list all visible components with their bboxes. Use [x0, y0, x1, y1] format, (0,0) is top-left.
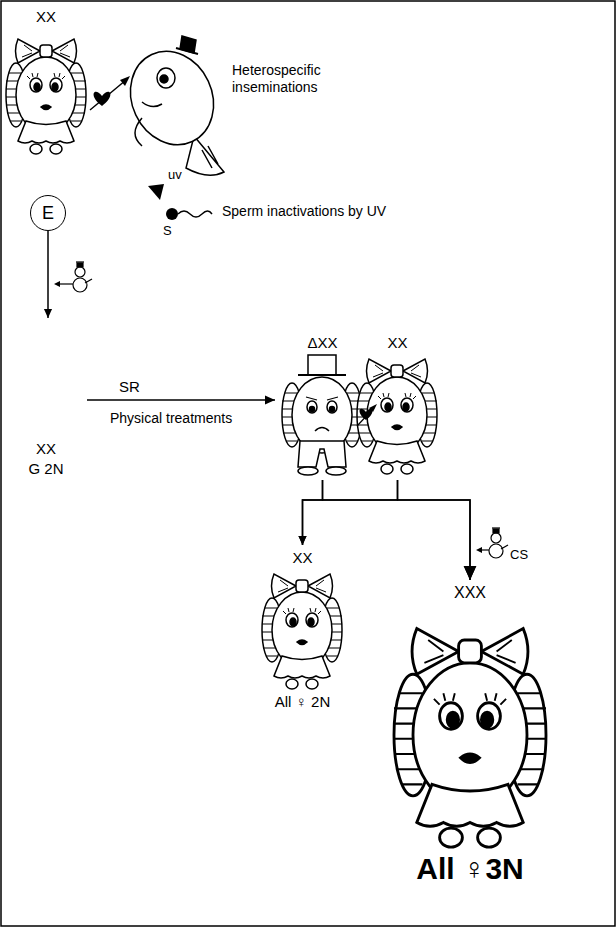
- fish-node: XX: [5, 8, 87, 158]
- node-text: ΔXX: [307, 334, 337, 352]
- female-fish: [357, 359, 437, 474]
- fish-node: ΔXX: [275, 334, 370, 480]
- node-text: XX: [36, 8, 56, 26]
- circle-node: E: [30, 195, 66, 231]
- arrow-head: [464, 566, 477, 580]
- uv-sperm: [148, 184, 212, 220]
- node-text: XX: [292, 549, 312, 567]
- node-text: XX: [36, 440, 56, 458]
- arrow-head: [464, 566, 477, 580]
- label-holder: Physical treatments: [110, 410, 232, 427]
- note-label: Heterospecific inseminations: [232, 62, 362, 96]
- node-text: G 2N: [28, 460, 63, 478]
- female-fish: [6, 39, 86, 154]
- diploid-female-fish: [262, 574, 342, 689]
- cupid-heart: [90, 76, 130, 110]
- connector: [303, 480, 323, 545]
- connector: [87, 399, 275, 401]
- connector: [303, 480, 398, 545]
- node-text: All ♀ 2N: [275, 693, 330, 711]
- note-label: Sperm inactivations by UV: [222, 203, 386, 220]
- foreign-fish: [115, 36, 228, 175]
- mating-heart: [357, 404, 377, 426]
- node-text: All ♀3N: [416, 852, 524, 886]
- arrow-head: [265, 396, 275, 405]
- edge-label-holder: SR: [119, 378, 140, 395]
- cold-shock-snowman: [476, 528, 508, 558]
- edge-label: SR: [119, 378, 140, 395]
- label-holder: Sperm inactivations by UV: [222, 203, 386, 220]
- note-label: Physical treatments: [110, 410, 232, 427]
- cold-shock-snowman: [54, 262, 92, 292]
- note-label: uv: [168, 166, 182, 183]
- label-holder: CS: [510, 546, 528, 563]
- node-text: E: [42, 204, 54, 222]
- label-holder: Heterospecific inseminations: [232, 62, 362, 96]
- label-holder: S: [163, 222, 172, 239]
- fish-node: XX All ♀ 2N: [255, 545, 350, 720]
- triploid-female-fish: [394, 629, 546, 848]
- arrow-head: [44, 309, 52, 318]
- fish-node: XX G 2N: [5, 318, 87, 483]
- note-label: S: [163, 222, 172, 239]
- fish-node: XXX All ♀3N: [385, 580, 555, 900]
- connector: [398, 480, 471, 580]
- node-text: XX: [387, 334, 407, 352]
- node-text: XXX: [454, 584, 486, 602]
- arrow-head: [298, 536, 306, 545]
- arrow-head: [298, 536, 306, 545]
- connector: [323, 480, 471, 580]
- label-holder: uv: [168, 166, 182, 183]
- neomale-fish: [282, 355, 362, 475]
- connector: [47, 231, 49, 318]
- note-label: CS: [510, 546, 528, 563]
- fish-node: XX: [355, 334, 440, 480]
